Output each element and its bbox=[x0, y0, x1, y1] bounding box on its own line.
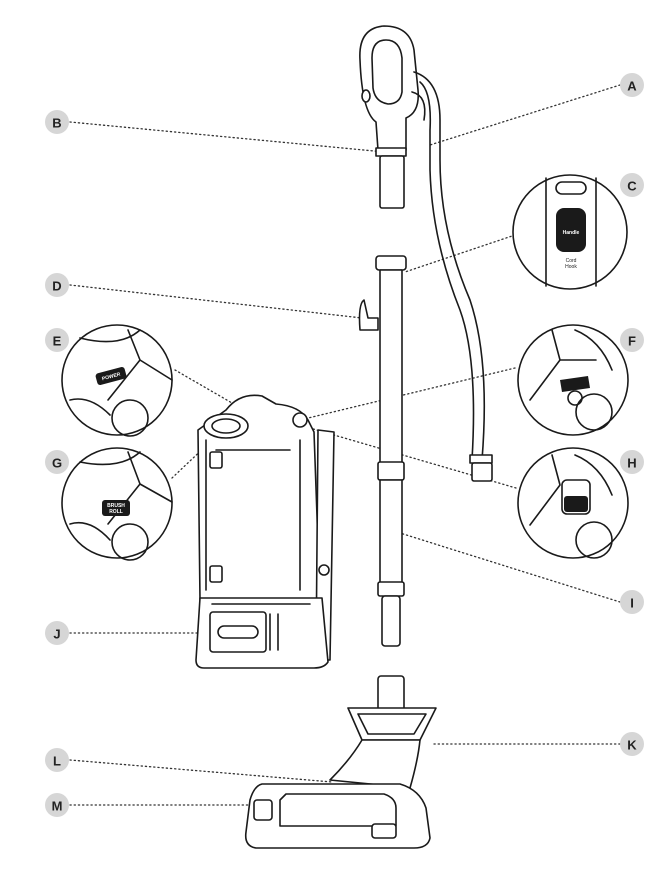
label-l: L bbox=[45, 748, 69, 772]
upper-wand bbox=[358, 255, 407, 647]
svg-text:F: F bbox=[628, 334, 636, 349]
svg-text:G: G bbox=[52, 456, 62, 471]
leader-i bbox=[399, 532, 621, 603]
handle-release-band bbox=[375, 147, 407, 157]
floor-nozzle bbox=[244, 675, 437, 849]
hose bbox=[411, 71, 493, 482]
label-i: I bbox=[620, 590, 644, 614]
label-badges: A B C D E F G H I J K L M bbox=[45, 73, 644, 817]
svg-text:E: E bbox=[53, 334, 62, 349]
leader-c bbox=[404, 234, 516, 273]
label-m: M bbox=[45, 793, 69, 817]
label-a: A bbox=[620, 73, 644, 97]
svg-text:B: B bbox=[52, 116, 61, 131]
label-f: F bbox=[620, 328, 644, 352]
svg-text:K: K bbox=[627, 738, 637, 753]
label-e: E bbox=[45, 328, 69, 352]
leader-l bbox=[69, 759, 333, 783]
callout-e-power: POWER bbox=[61, 324, 173, 437]
c-cord-hook-label-1: Cord bbox=[566, 258, 577, 264]
label-h: H bbox=[620, 450, 644, 474]
svg-text:D: D bbox=[52, 279, 61, 294]
leader-b bbox=[69, 121, 396, 154]
wand-latch bbox=[377, 461, 405, 481]
e-power-button-label: POWER bbox=[101, 372, 121, 383]
handle bbox=[359, 25, 420, 209]
leader-f bbox=[299, 367, 516, 421]
label-j: J bbox=[45, 621, 69, 645]
svg-text:M: M bbox=[52, 799, 63, 814]
callout-h-button bbox=[517, 447, 629, 559]
g-brushroll-label-1: BRUSH bbox=[107, 503, 125, 509]
svg-text:C: C bbox=[627, 179, 637, 194]
label-g: G bbox=[45, 450, 69, 474]
callout-f-button bbox=[517, 324, 629, 436]
leader-d bbox=[69, 284, 363, 319]
svg-text:L: L bbox=[53, 754, 61, 769]
label-b: B bbox=[45, 110, 69, 134]
label-d: D bbox=[45, 273, 69, 297]
svg-text:J: J bbox=[53, 627, 60, 642]
svg-text:I: I bbox=[630, 596, 634, 611]
callout-g-brushroll: BRUSH ROLL bbox=[61, 447, 173, 561]
c-handle-button-label: Handle bbox=[563, 230, 580, 236]
callout-c-handle-controls: Handle Cord Hook bbox=[512, 174, 628, 290]
svg-text:A: A bbox=[627, 79, 637, 94]
leader-a bbox=[429, 84, 621, 146]
wand-hook bbox=[358, 299, 379, 331]
c-cord-hook-label-2: Hook bbox=[565, 264, 577, 270]
label-c: C bbox=[620, 173, 644, 197]
label-k: K bbox=[620, 732, 644, 756]
svg-text:H: H bbox=[627, 456, 636, 471]
leader-lines bbox=[69, 84, 621, 806]
g-brushroll-label-2: ROLL bbox=[109, 509, 123, 515]
lift-away-pod bbox=[195, 394, 335, 669]
